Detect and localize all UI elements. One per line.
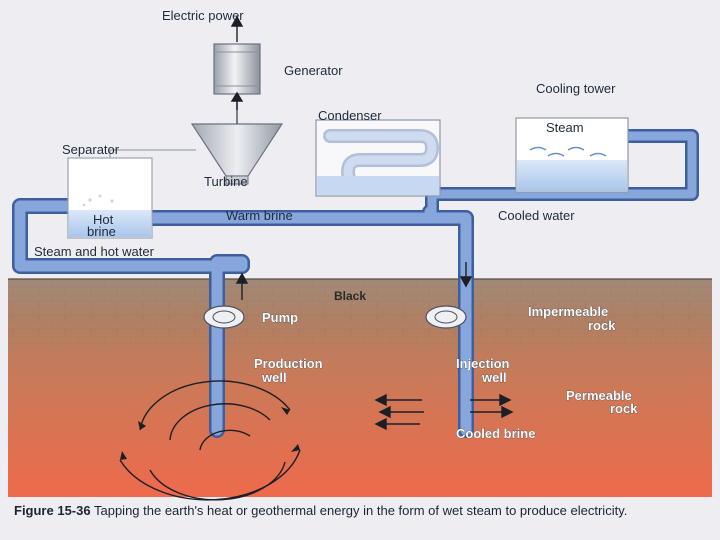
label-production: Production xyxy=(254,356,323,371)
label-black: Black xyxy=(334,289,366,303)
label-steam: Steam xyxy=(546,120,584,135)
arrowhead-right-icon xyxy=(499,393,512,407)
arrowhead-icon xyxy=(281,407,290,415)
caption-text: Tapping the earth's heat or geothermal e… xyxy=(93,503,628,518)
label-pump: Pump xyxy=(262,310,298,325)
arrowhead-left-icon xyxy=(378,405,391,419)
spray-droplet xyxy=(88,198,92,202)
label-cooled-water: Cooled water xyxy=(498,208,575,223)
arrowhead-up-icon xyxy=(230,91,244,102)
spray-droplet xyxy=(82,203,86,207)
hot-brine-pool xyxy=(69,210,151,237)
label-steam-and-hot-water: Steam and hot water xyxy=(34,244,155,259)
arrowhead-icon xyxy=(120,451,127,460)
label-generator: Generator xyxy=(284,63,343,78)
label-impermeable-rock: rock xyxy=(588,318,616,333)
turbine-base xyxy=(225,175,249,185)
spray-droplet xyxy=(110,199,114,203)
label-brine: brine xyxy=(87,224,116,239)
cooling-tower-water xyxy=(517,160,627,191)
pump-rotor-icon xyxy=(212,310,236,324)
caption-number: Figure 15-36 xyxy=(14,503,91,518)
steam-wisps xyxy=(529,146,607,157)
pump-left xyxy=(203,305,245,329)
label-permeable: Permeable xyxy=(566,388,632,403)
label-turbine: Turbine xyxy=(204,174,248,189)
pump-right xyxy=(425,305,467,329)
arrowhead-down-icon xyxy=(459,276,473,288)
label-separator: Separator xyxy=(62,142,120,157)
label-permeable-rock: rock xyxy=(610,401,638,416)
impermeable-texture xyxy=(8,279,712,345)
cooled-water-return xyxy=(427,131,697,217)
arrowhead-up-icon xyxy=(230,15,244,27)
label-cooling-tower-1: Cooling tower xyxy=(536,81,616,96)
arrowhead-left-icon xyxy=(374,417,387,431)
spray-droplet xyxy=(98,194,102,198)
pump-housing xyxy=(425,305,467,329)
circulation-arc xyxy=(139,380,291,431)
arrowhead-left-icon xyxy=(374,393,387,407)
steam-line xyxy=(14,200,248,272)
label-injection-well: well xyxy=(481,370,507,385)
ground xyxy=(8,278,712,497)
condenser-water xyxy=(317,176,439,195)
flow-arrows xyxy=(230,15,473,300)
figure-caption: Figure 15-36 Tapping the earth's heat or… xyxy=(14,502,706,519)
arrowhead-up-icon xyxy=(235,272,249,284)
circulation-arc xyxy=(199,429,251,451)
label-production-well: well xyxy=(261,370,287,385)
label-injection: Injection xyxy=(456,356,510,371)
heat-circulation-arrowheads xyxy=(120,407,300,460)
separator-steam-line xyxy=(109,149,196,158)
generator xyxy=(213,43,261,95)
label-condenser: Condenser xyxy=(318,108,382,123)
circulation-arc xyxy=(169,403,271,441)
label-hot: Hot xyxy=(93,212,114,227)
label-cooled-brine: Cooled brine xyxy=(456,426,535,441)
circulation-arc xyxy=(149,461,286,501)
cooling-tower xyxy=(515,117,629,193)
lateral-flow-arrows xyxy=(374,393,514,431)
arrowhead-icon xyxy=(291,444,300,452)
pipe-network xyxy=(12,129,699,438)
label-impermeable: Impermeable xyxy=(528,304,608,319)
labels: Electric power Generator Cooling tower C… xyxy=(34,8,639,441)
arrowhead-icon xyxy=(138,421,146,430)
pump-rotor-icon xyxy=(434,310,458,324)
arrowhead-right-icon xyxy=(501,405,514,419)
heat-circulation-arrows xyxy=(119,380,301,501)
label-electric-power: Electric power xyxy=(162,8,244,23)
label-warm-brine: Warm brine xyxy=(226,208,293,223)
pump-housing xyxy=(203,305,245,329)
